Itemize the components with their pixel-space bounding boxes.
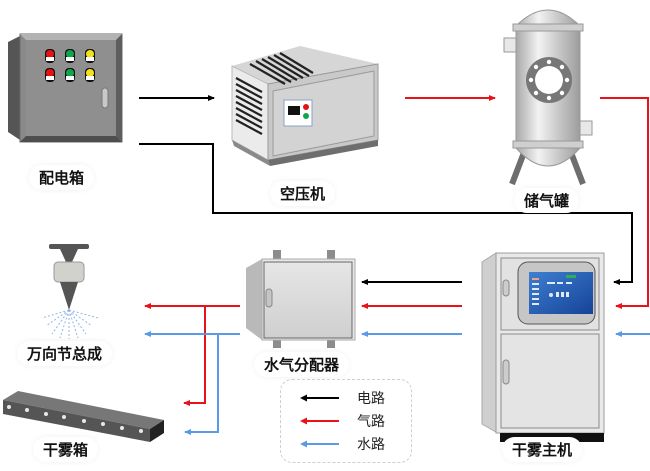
fog-box-icon: [3, 391, 164, 442]
screen-ui: [532, 282, 572, 305]
label-distributor: 水气分配器: [254, 352, 350, 377]
water-distributor-to-fog-box: [184, 334, 219, 435]
legend-item-air: 气路: [299, 411, 385, 431]
legend-label-electric: 电路: [357, 391, 385, 407]
label-nozzle-assembly: 万向节总成: [17, 341, 113, 366]
air-tank-to-main-unit: [600, 97, 649, 309]
label-fog-box: 干雾箱: [33, 437, 99, 462]
legend-swatch-air: [300, 417, 339, 425]
vent-slots: [235, 52, 314, 135]
door-handle: [101, 87, 109, 109]
legend: 电路 气路 水路: [280, 379, 412, 463]
legend-label-water: 水路: [357, 437, 385, 453]
label-main-unit: 干雾主机: [502, 437, 583, 462]
legend-swatch-electric: [300, 394, 339, 402]
distribution-box-icon: [8, 33, 123, 143]
nozzle-ports: [7, 405, 143, 433]
distributor-icon: [246, 250, 356, 348]
label-distribution-box: 配电箱: [29, 165, 95, 190]
wire-distribution-to-main-unit: [139, 143, 633, 285]
screen-buttons: [532, 278, 539, 280]
air-compressor-icon: [231, 46, 379, 166]
legend-swatch-water: [300, 440, 339, 448]
flange-bolts: [528, 59, 570, 101]
nozzle-assembly-icon: [41, 244, 99, 339]
legend-label-air: 气路: [357, 414, 385, 430]
air-distributor-to-fog-box: [183, 306, 206, 406]
spray-mist: [41, 309, 99, 339]
air-tank-icon: [503, 9, 593, 186]
indicator-lights: [45, 49, 95, 82]
label-air-tank: 储气罐: [514, 188, 580, 213]
connections: [139, 95, 650, 435]
label-air-compressor: 空压机: [270, 181, 336, 206]
main-unit-icon: [481, 252, 605, 442]
legend-item-electric: 电路: [299, 388, 385, 408]
legend-item-water: 水路: [299, 434, 385, 454]
